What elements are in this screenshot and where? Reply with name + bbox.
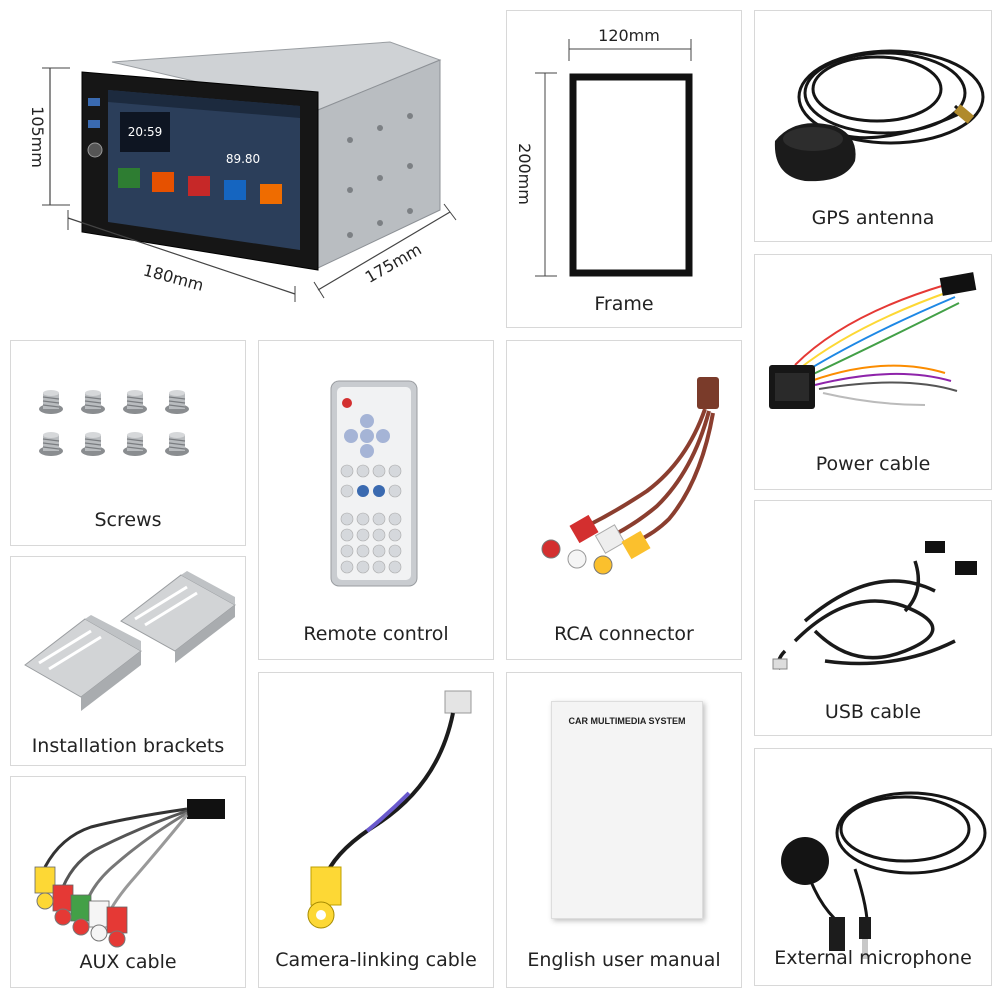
power-cable-panel: Power cable xyxy=(754,254,992,490)
remote-control-illustration xyxy=(330,380,418,587)
camera-linking-cable-panel: Camera-linking cable xyxy=(258,672,494,988)
gps-antenna-illustration xyxy=(774,49,985,182)
power-cable-caption: Power cable xyxy=(815,453,931,475)
frame-height-label: 200mm xyxy=(515,143,534,205)
installation-brackets-caption: Installation brackets xyxy=(31,735,225,757)
remote-control-caption: Remote control xyxy=(303,623,449,645)
aux-cable-illustration xyxy=(34,799,225,948)
manual-cover: CAR MULTIMEDIA SYSTEM xyxy=(551,701,703,919)
frame-panel: 120mm 200mm Frame xyxy=(506,10,742,328)
aux-cable-panel: AUX cable xyxy=(10,776,246,988)
external-microphone-illustration xyxy=(781,791,987,959)
camera-linking-cable-illustration xyxy=(307,690,472,929)
head-unit-illustration xyxy=(42,41,457,302)
screen-frequency: 89.80 xyxy=(226,152,260,166)
width-dimension-label: 180mm xyxy=(141,261,206,295)
frame-caption: Frame xyxy=(594,293,654,315)
frame-illustration: 120mm 200mm xyxy=(515,26,693,277)
rca-connector-panel: RCA connector xyxy=(506,340,742,660)
remote-control-panel: Remote control xyxy=(258,340,494,660)
installation-brackets-illustration xyxy=(24,571,236,711)
screws-panel: Screws xyxy=(10,340,246,546)
installation-brackets-panel: Installation brackets xyxy=(10,556,246,766)
screen-clock: 20:59 xyxy=(128,125,163,139)
manual-cover-title: CAR MULTIMEDIA SYSTEM xyxy=(568,716,686,726)
height-dimension-label: 105mm xyxy=(28,106,47,168)
usb-cable-panel: USB cable xyxy=(754,500,992,736)
external-microphone-caption: External microphone xyxy=(774,947,972,969)
power-cable-illustration xyxy=(769,272,977,409)
screws-caption: Screws xyxy=(94,509,162,531)
head-unit-panel: 105mm 180mm 175mm 20:59 89.80 xyxy=(0,0,500,330)
rca-connector-caption: RCA connector xyxy=(554,623,694,645)
camera-linking-cable-caption: Camera-linking cable xyxy=(275,949,477,971)
usb-cable-illustration xyxy=(772,541,977,671)
usb-cable-caption: USB cable xyxy=(824,701,922,723)
user-manual-caption: English user manual xyxy=(527,949,721,971)
rca-connector-illustration xyxy=(541,377,719,575)
frame-width-label: 120mm xyxy=(598,26,660,45)
depth-dimension-label: 175mm xyxy=(362,240,425,287)
gps-antenna-caption: GPS antenna xyxy=(811,207,935,229)
aux-cable-caption: AUX cable xyxy=(79,951,177,973)
external-microphone-panel: External microphone xyxy=(754,748,992,986)
user-manual-panel: CAR MULTIMEDIA SYSTEM English user manua… xyxy=(506,672,742,988)
gps-antenna-panel: GPS antenna xyxy=(754,10,992,242)
